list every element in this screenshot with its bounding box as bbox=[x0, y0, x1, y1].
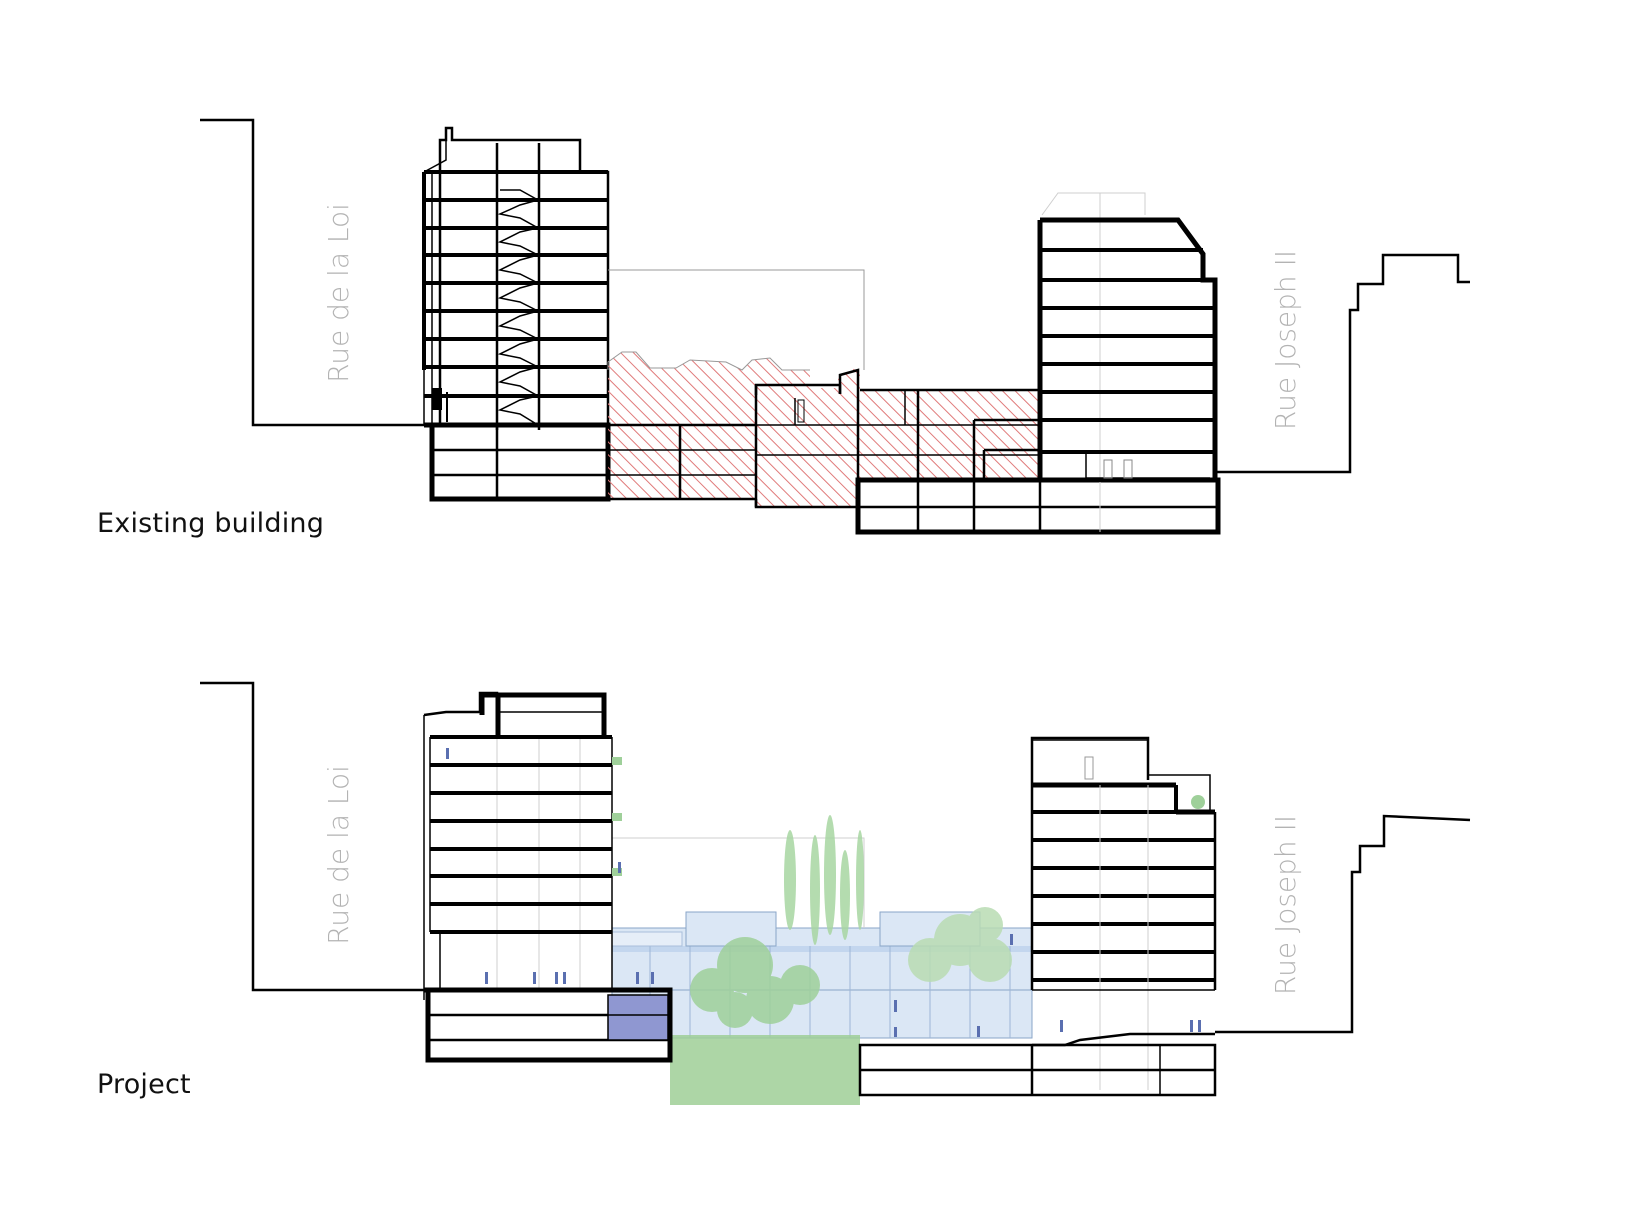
left-basement-project bbox=[425, 987, 673, 1063]
right-tower-project bbox=[1030, 736, 1217, 1090]
project-section: Rue de la Loi Rue Joseph II bbox=[200, 681, 1471, 1105]
storage-block bbox=[607, 994, 669, 1041]
street-label-right-project: Rue Joseph II bbox=[1269, 815, 1302, 995]
section-title-project: Project bbox=[97, 1069, 191, 1100]
people-figures bbox=[446, 748, 1201, 1037]
right-tower-existing bbox=[1037, 192, 1218, 532]
existing-section: Rue de la Loi Rue Joseph II bbox=[200, 118, 1470, 535]
terrain-left-existing bbox=[200, 118, 430, 427]
right-basement-project bbox=[858, 1043, 1217, 1097]
right-basement-existing bbox=[855, 477, 1221, 535]
left-tower-project bbox=[423, 691, 622, 1000]
section-title-existing: Existing building bbox=[97, 508, 325, 539]
street-label-right-existing: Rue Joseph II bbox=[1269, 250, 1302, 430]
street-label-left-existing: Rue de la Loi bbox=[322, 203, 355, 383]
left-basement-existing bbox=[429, 422, 611, 502]
terrain-left-project bbox=[200, 681, 428, 992]
street-label-left-project: Rue de la Loi bbox=[322, 765, 355, 945]
courtyard-vegetation bbox=[670, 815, 1012, 1105]
left-tower-existing bbox=[422, 126, 610, 430]
glass-pavilion-project bbox=[611, 837, 1033, 1039]
terrain-right-existing bbox=[1215, 253, 1470, 474]
demolition-zone-existing bbox=[607, 269, 1040, 509]
green-garden-floor bbox=[670, 1035, 860, 1105]
terrain-right-project bbox=[1215, 814, 1471, 1034]
